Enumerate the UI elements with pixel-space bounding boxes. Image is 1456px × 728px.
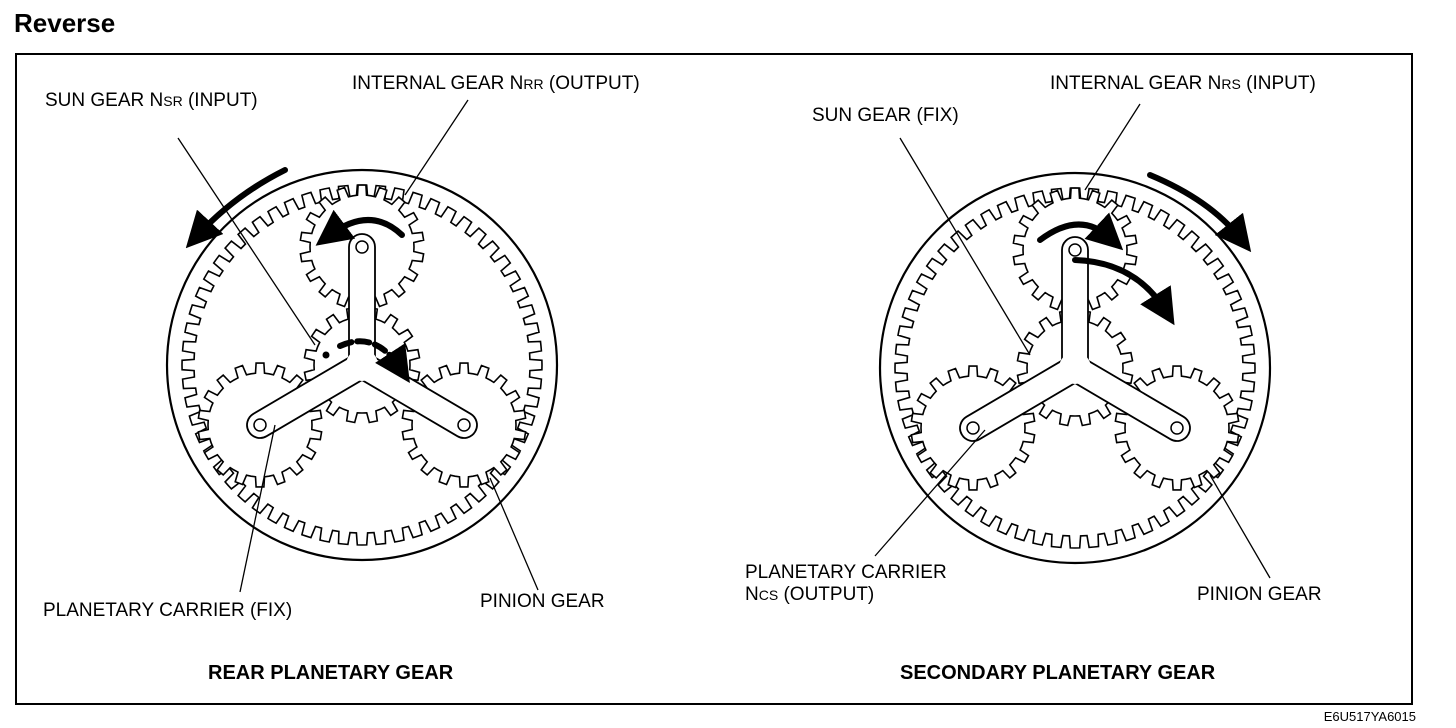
leader-line bbox=[874, 429, 986, 557]
rear-planetary-caption: REAR PLANETARY GEAR bbox=[208, 662, 454, 684]
rotation-arrows bbox=[1037, 172, 1252, 326]
planetary-carrier-label-line2: NCS (OUTPUT) bbox=[745, 584, 875, 605]
planetary-carrier-label: PLANETARY CARRIER NCS (OUTPUT) bbox=[745, 562, 947, 606]
carrier-pin bbox=[253, 418, 267, 432]
carrier-pin bbox=[457, 418, 471, 432]
leader-line bbox=[177, 137, 316, 346]
page-title: Reverse bbox=[14, 8, 116, 38]
internal-gear-teeth bbox=[894, 187, 1256, 549]
carrier-pin bbox=[1068, 243, 1082, 257]
diagram-frame bbox=[15, 53, 1413, 705]
carrier-rotation-arrow bbox=[1072, 257, 1175, 326]
rotation-arrows bbox=[185, 167, 410, 384]
pinion-rotation-arrow bbox=[1037, 212, 1124, 251]
pinion-gear-label: PINION GEAR bbox=[1197, 584, 1322, 605]
leader-line bbox=[404, 99, 469, 196]
secondary-planetary-caption: SECONDARY PLANETARY GEAR bbox=[900, 662, 1216, 684]
planetary-carrier-arm bbox=[348, 233, 376, 366]
internal-gear-teeth bbox=[181, 184, 543, 546]
internal-gear-rotation-arrow bbox=[185, 167, 288, 249]
sun-gear-label: SUN GEAR NSR (INPUT) bbox=[45, 90, 258, 111]
planetary-carrier-arm bbox=[246, 352, 370, 439]
rotation-start-dot bbox=[322, 351, 330, 359]
pinion-gear-label: PINION GEAR bbox=[480, 591, 605, 612]
carrier-pin bbox=[966, 421, 980, 435]
leader-line bbox=[1084, 103, 1141, 191]
secondary-planetary-gearset bbox=[878, 171, 1272, 565]
carrier-hub bbox=[346, 349, 378, 381]
planetary-carrier-arm bbox=[1067, 355, 1191, 442]
rear-planetary-gearset bbox=[165, 167, 559, 562]
sun-gear-rotation-arrow bbox=[337, 338, 410, 384]
planetary-carrier-arm bbox=[959, 355, 1083, 442]
carrier-hub bbox=[1059, 352, 1091, 384]
pinion-rotation-arrow bbox=[315, 209, 405, 246]
carrier-pin bbox=[355, 240, 369, 254]
internal-gear-label: INTERNAL GEAR NRR (OUTPUT) bbox=[352, 73, 640, 94]
leader-line bbox=[239, 424, 276, 593]
leader-line bbox=[899, 137, 1031, 356]
sun-gear-label: SUN GEAR (FIX) bbox=[812, 105, 959, 126]
figure-code: E6U517YA6015 bbox=[1323, 709, 1416, 724]
leader-line bbox=[1209, 474, 1271, 579]
internal-gear-rotation-arrow bbox=[1147, 172, 1252, 253]
internal-gear-label: INTERNAL GEAR NRS (INPUT) bbox=[1050, 73, 1316, 94]
planetary-carrier-label: PLANETARY CARRIER (FIX) bbox=[43, 600, 293, 621]
planetary-carrier-label-line1: PLANETARY CARRIER bbox=[745, 562, 947, 583]
leader-line bbox=[489, 477, 539, 591]
carrier-pin bbox=[1170, 421, 1184, 435]
